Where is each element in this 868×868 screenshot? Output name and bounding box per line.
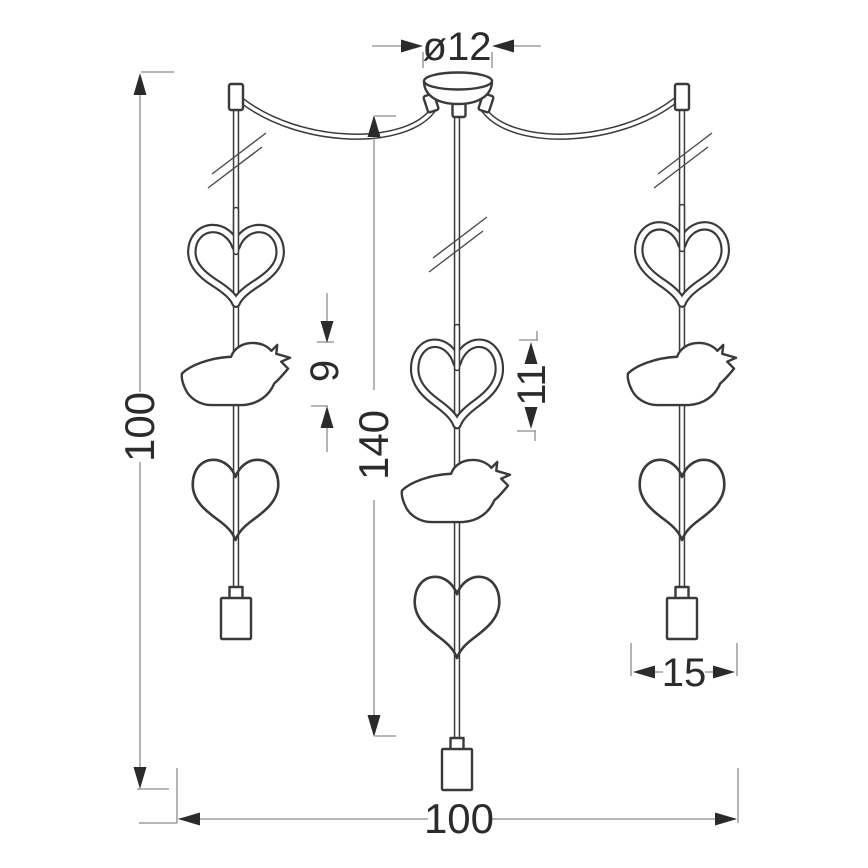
right-swoop-cord-core <box>482 98 678 139</box>
center-bird <box>400 458 512 524</box>
dim-arrow-down-icon <box>133 767 147 789</box>
dim-arrow-right-icon <box>715 812 737 826</box>
left-bird <box>180 341 292 407</box>
ceiling-canopy <box>227 71 691 119</box>
dim-arrow-up-icon <box>133 73 147 95</box>
cable-break-symbols <box>207 132 713 273</box>
dim-arrow-down-icon <box>524 407 538 429</box>
canopy-diameter-label: ø12 <box>423 25 492 69</box>
left-cable-break-icon <box>207 132 267 189</box>
center-socket <box>440 736 474 792</box>
dim-heart-width: 15 <box>630 643 738 695</box>
dim-arrow-right-icon <box>401 39 423 53</box>
dim-center-drop-height: 140 <box>350 115 397 737</box>
right-bird <box>626 341 738 407</box>
dim-arrow-down-icon <box>320 321 334 343</box>
canopy-top <box>422 71 494 91</box>
dim-arrow-left-icon <box>178 812 200 826</box>
right-socket <box>665 585 699 641</box>
heart-height-label: 11 <box>510 364 554 406</box>
heart-width-label: 15 <box>662 651 707 695</box>
overall-width-label: 100 <box>424 795 494 842</box>
dim-arrow-left-icon <box>633 665 655 679</box>
dim-arrow-right-icon <box>713 665 735 679</box>
dim-arrow-up-icon <box>367 115 381 137</box>
center-drop-height-label: 140 <box>350 410 397 480</box>
open-heart-ornaments <box>192 203 725 425</box>
left-cord-grip <box>227 82 245 112</box>
left-swoop-cord-core <box>239 98 435 139</box>
dim-arrow-down-icon <box>367 715 381 737</box>
dim-canopy-diameter: ø12 <box>372 25 541 69</box>
dim-heart-height: 11 <box>510 331 554 441</box>
dim-arrow-up-icon <box>524 342 538 364</box>
dim-bird-height: 9 <box>303 293 347 452</box>
side-drop-height-label: 100 <box>116 392 163 462</box>
dim-overall-width: 100 <box>139 768 739 842</box>
right-cable-break-icon <box>653 132 713 189</box>
dim-arrow-left-icon <box>492 39 514 53</box>
dim-arrow-up-icon <box>320 406 334 428</box>
right-cord-grip <box>673 82 691 112</box>
dim-side-drop-height: 100 <box>116 71 174 790</box>
center-cable-break-icon <box>428 216 488 273</box>
left-socket <box>219 585 253 641</box>
bird-height-label: 9 <box>303 360 347 382</box>
